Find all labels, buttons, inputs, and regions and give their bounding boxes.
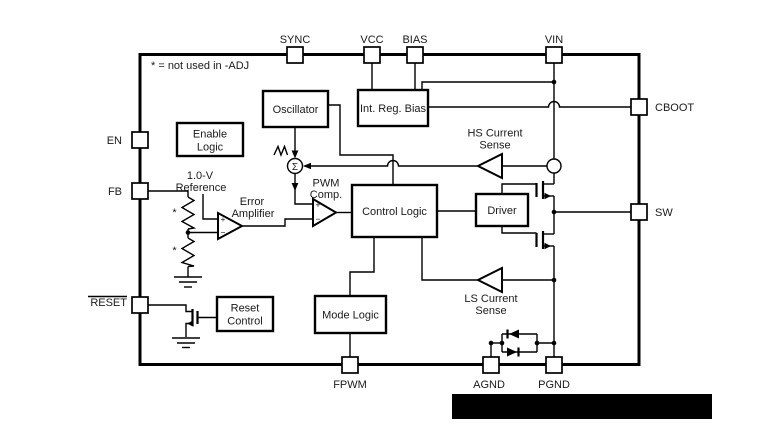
- pin-vin: [545, 46, 563, 64]
- reset-control-label-1: Reset: [231, 303, 260, 315]
- pin-label-pgnd: PGND: [538, 379, 570, 391]
- oscillator-label: Oscillator: [273, 104, 319, 116]
- feedback-resistor-top: [180, 196, 197, 230]
- control-logic-block: Control Logic: [350, 183, 439, 239]
- feedback-resistor-bottom: [180, 237, 196, 268]
- pin-label-agnd: AGND: [473, 379, 505, 391]
- int-reg-bias-block: Int. Reg. Bias: [356, 88, 430, 128]
- error-amp-minus: −: [221, 228, 226, 238]
- hs-mosfet: [535, 181, 551, 200]
- sigma-symbol: Σ: [292, 162, 298, 173]
- enable-logic-label-1: Enable: [193, 129, 227, 141]
- pwm-comp-minus: −: [316, 214, 321, 224]
- mode-logic-label: Mode Logic: [322, 310, 379, 322]
- pwm-comparator: + −: [312, 197, 338, 228]
- summing-node: [286, 157, 304, 175]
- reset-mosfet: [187, 309, 199, 327]
- int-reg-bias-label: Int. Reg. Bias: [360, 103, 427, 115]
- hs-sense-label-2: Sense: [479, 140, 510, 152]
- reset-control-block: Reset Control: [215, 295, 275, 333]
- resistor-asterisk-top: *: [172, 207, 177, 219]
- arrowheads: [291, 150, 311, 191]
- error-amp-label-2: Amplifier: [232, 208, 275, 220]
- enable-logic-block: Enable Logic: [175, 121, 245, 158]
- pin-agnd: [482, 356, 500, 374]
- pin-fpwm: [341, 356, 359, 374]
- pin-vcc: [363, 46, 381, 64]
- reset-text: RESET: [90, 297, 127, 309]
- clamp-diode-top: [506, 329, 519, 339]
- reset-control-label-2: Control: [227, 316, 262, 328]
- enable-logic-label-2: Logic: [197, 142, 224, 154]
- hs-current-sense-amp: [475, 152, 503, 180]
- driver-label: Driver: [487, 205, 517, 217]
- junction-dots: [185, 79, 557, 346]
- control-logic-label: Control Logic: [362, 206, 427, 218]
- error-amplifier: + −: [217, 211, 245, 241]
- clamp-diode-bottom: [507, 347, 520, 357]
- pin-sync: [286, 46, 304, 64]
- pin-label-reset: RESET: [88, 295, 127, 309]
- ls-sense-label-2: Sense: [475, 305, 506, 317]
- pin-sw: [630, 203, 648, 221]
- pin-fb: [131, 182, 149, 200]
- pin-squares: [131, 46, 648, 374]
- pin-cboot: [630, 98, 648, 116]
- pwm-comp-label-1: PWM: [313, 178, 340, 190]
- mode-logic-block: Mode Logic: [313, 294, 388, 335]
- pin-label-fpwm: FPWM: [333, 379, 367, 391]
- pin-en: [131, 131, 149, 149]
- pin-reset: [131, 296, 149, 314]
- pin-bias: [406, 46, 424, 64]
- resistor-asterisk-bottom: *: [172, 245, 177, 257]
- adj-note: * = not used in -ADJ: [151, 60, 249, 72]
- error-amp-label-1: Error: [240, 196, 265, 208]
- pin-label-bias: BIAS: [402, 34, 427, 46]
- pin-label-sync: SYNC: [280, 34, 311, 46]
- ls-current-sense-amp: [475, 266, 503, 294]
- pin-pgnd: [545, 356, 563, 374]
- ls-mosfet: [535, 231, 551, 250]
- pin-label-cboot: CBOOT: [655, 102, 694, 114]
- pin-label-fb: FB: [108, 186, 122, 198]
- oscillator-block: Oscillator: [261, 89, 330, 129]
- reference-label-2: Reference: [176, 182, 227, 194]
- driver-block: Driver: [474, 192, 530, 228]
- reference-label-1: 1.0-V: [187, 170, 214, 182]
- current-sense-node: [546, 158, 562, 174]
- pin-label-en: EN: [107, 135, 122, 147]
- error-amp-plus: +: [221, 214, 226, 224]
- ls-sense-label-1: LS Current: [464, 293, 517, 305]
- pin-label-vin: VIN: [545, 34, 563, 46]
- ground-symbol-reset: [172, 337, 200, 349]
- ground-symbol-fb: [174, 276, 202, 288]
- redacted-footer-bar: [452, 394, 712, 419]
- pwm-comp-plus: +: [316, 200, 321, 210]
- pwm-comp-label-2: Comp.: [310, 189, 342, 201]
- hs-sense-label-1: HS Current: [467, 128, 522, 140]
- sawtooth-icon: [273, 144, 289, 157]
- pin-label-sw: SW: [655, 207, 673, 219]
- pin-label-vcc: VCC: [360, 34, 383, 46]
